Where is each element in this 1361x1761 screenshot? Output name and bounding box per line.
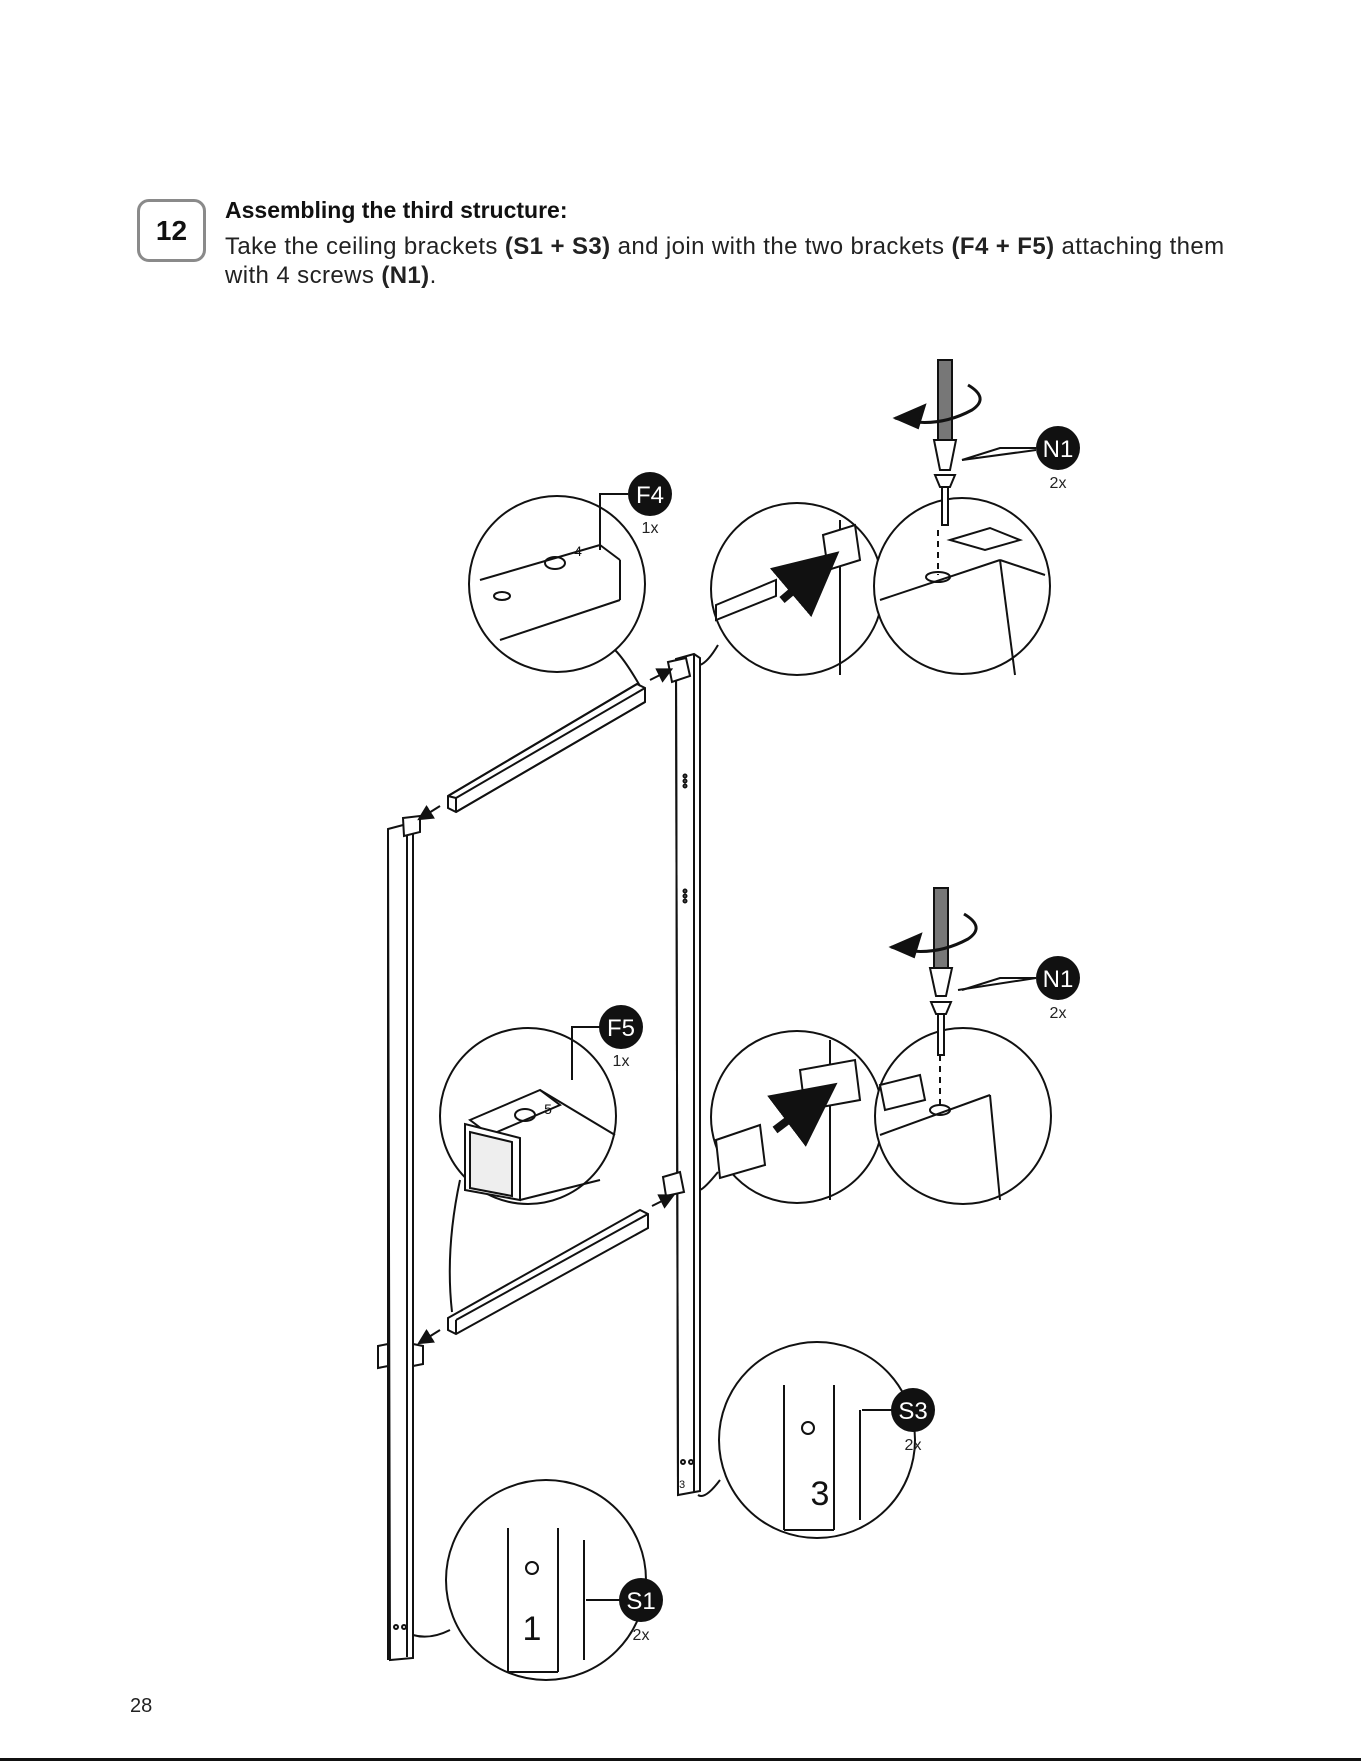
detail-circle-f4	[469, 496, 645, 686]
detail-circle-top-screw	[874, 498, 1050, 675]
label-n1-top: N1 2x	[1036, 426, 1080, 492]
s3-post-mark: 3	[811, 1475, 830, 1513]
left-post-s1	[378, 816, 423, 1660]
detail-circle-s1	[413, 1480, 646, 1680]
detail-circle-s3	[698, 1342, 915, 1538]
lower-bracket-f5	[424, 1198, 668, 1340]
f4-part-mark: 4	[574, 543, 582, 559]
label-n1-top-qty: 2x	[1050, 475, 1067, 492]
label-f4-code: F4	[636, 482, 664, 509]
label-f4: F4 1x	[628, 472, 672, 537]
s1-post-mark: 1	[523, 1610, 542, 1648]
detail-circle-bottom-bracket-join	[700, 1031, 883, 1203]
detail-circle-bottom-screw	[875, 1028, 1051, 1204]
label-s3-qty: 2x	[905, 1437, 922, 1454]
label-n1-bottom-code: N1	[1043, 966, 1074, 993]
label-f5-qty: 1x	[613, 1053, 630, 1070]
detail-circle-top-bracket-join	[700, 503, 883, 675]
label-s1-code: S1	[626, 1588, 655, 1615]
detail-circle-f5	[440, 1028, 616, 1312]
label-f4-qty: 1x	[642, 520, 659, 537]
label-f5-code: F5	[607, 1015, 635, 1042]
label-f5: F5 1x	[599, 1005, 643, 1070]
label-n1-top-code: N1	[1043, 436, 1074, 463]
label-n1-bottom-qty: 2x	[1050, 1005, 1067, 1022]
f5-part-mark: 5	[544, 1101, 552, 1117]
label-s3-code: S3	[898, 1398, 927, 1425]
upper-bracket-f4	[424, 672, 666, 816]
page-number: 28	[130, 1695, 152, 1718]
s3-post-small-mark: 3	[679, 1479, 685, 1491]
right-post-s3	[663, 654, 700, 1495]
label-s1-qty: 2x	[633, 1627, 650, 1644]
label-n1-bottom: N1 2x	[1036, 956, 1080, 1022]
